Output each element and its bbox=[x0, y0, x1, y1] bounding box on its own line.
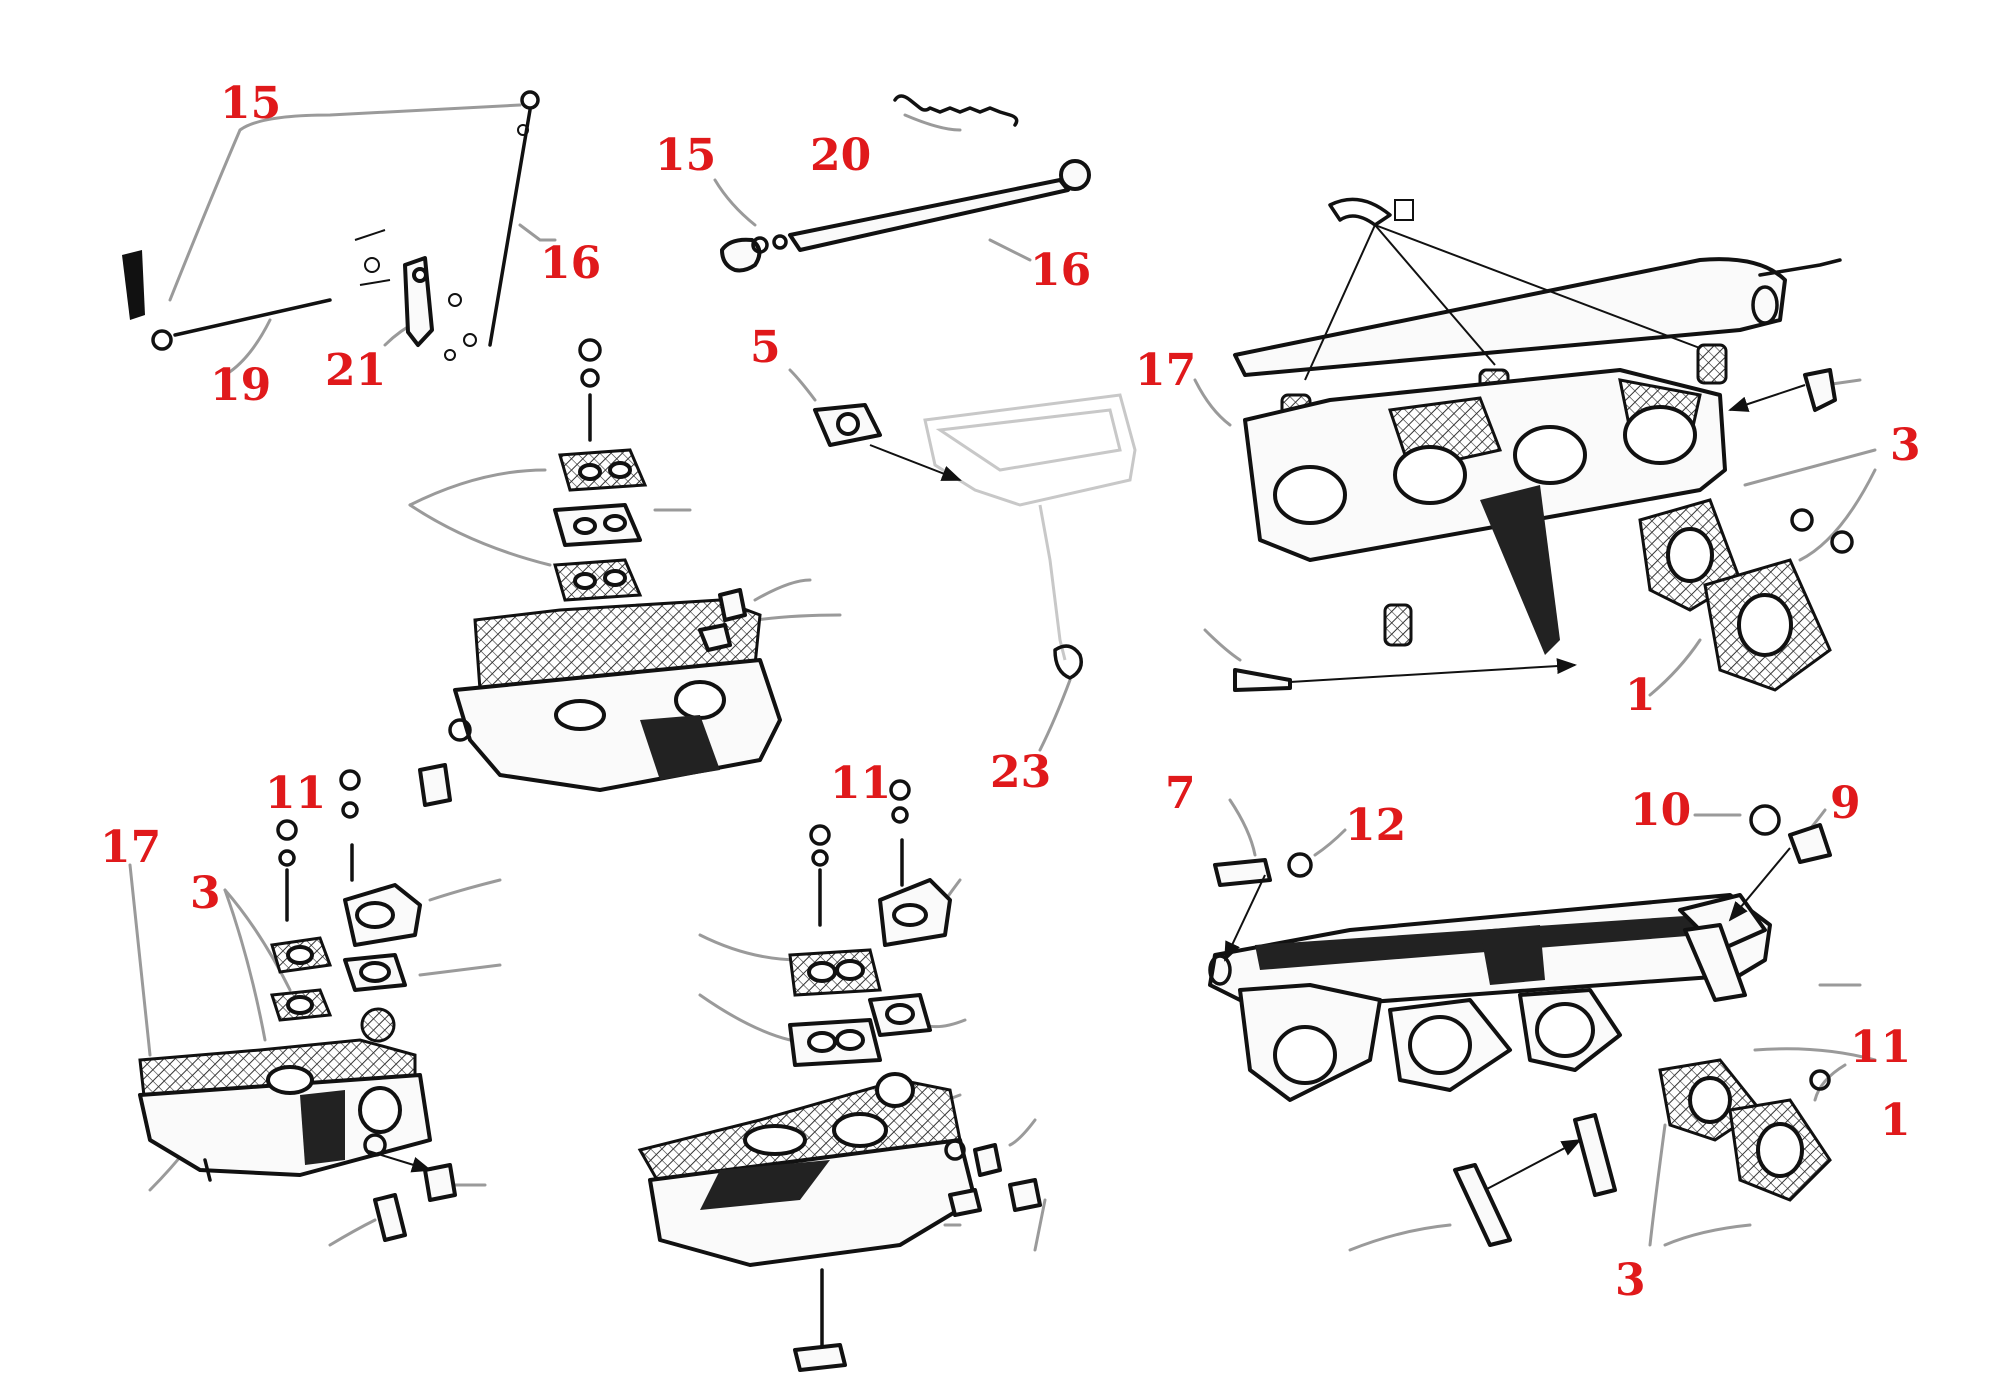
callout-3-lower-left: 3 bbox=[190, 868, 221, 919]
sump-group bbox=[788, 368, 1137, 752]
manifold-lower-left bbox=[128, 769, 502, 1247]
callout-11-lower-left: 11 bbox=[265, 768, 326, 819]
callout-19: 19 bbox=[210, 360, 271, 411]
manifold-lower-middle bbox=[637, 779, 1047, 1372]
callout-20: 20 bbox=[810, 130, 871, 181]
callout-3-lower-right: 3 bbox=[1615, 1255, 1646, 1306]
callout-9: 9 bbox=[1830, 778, 1861, 829]
callout-1-lower: 1 bbox=[1880, 1095, 1911, 1146]
callout-16-linkage: 16 bbox=[540, 238, 601, 289]
callout-23: 23 bbox=[990, 747, 1051, 798]
callout-16-rod: 16 bbox=[1030, 245, 1091, 296]
callout-12: 12 bbox=[1345, 800, 1406, 851]
callout-17-upper: 17 bbox=[1135, 345, 1196, 396]
callout-3-upper: 3 bbox=[1890, 420, 1921, 471]
manifold-lower-right bbox=[1208, 798, 1877, 1252]
callout-1-upper: 1 bbox=[1625, 670, 1656, 721]
callout-10: 10 bbox=[1630, 785, 1691, 836]
throttle-linkage-group bbox=[122, 90, 557, 377]
callout-17-lower: 17 bbox=[100, 822, 161, 873]
manifold-upper-right bbox=[1193, 197, 1877, 697]
callout-11-lower-middle: 11 bbox=[830, 758, 891, 809]
callout-7: 7 bbox=[1165, 768, 1196, 819]
callout-labels: 15 16 19 21 15 20 16 5 23 17 3 1 17 3 11… bbox=[100, 78, 1921, 1306]
callout-15-linkage: 15 bbox=[220, 78, 281, 129]
manifold-middle-left bbox=[408, 338, 842, 807]
callout-15-rod: 15 bbox=[655, 130, 716, 181]
callout-11-lower-right: 11 bbox=[1850, 1022, 1911, 1073]
link-rod-group bbox=[713, 94, 1091, 273]
callout-5: 5 bbox=[750, 322, 781, 373]
callout-21: 21 bbox=[325, 345, 386, 396]
